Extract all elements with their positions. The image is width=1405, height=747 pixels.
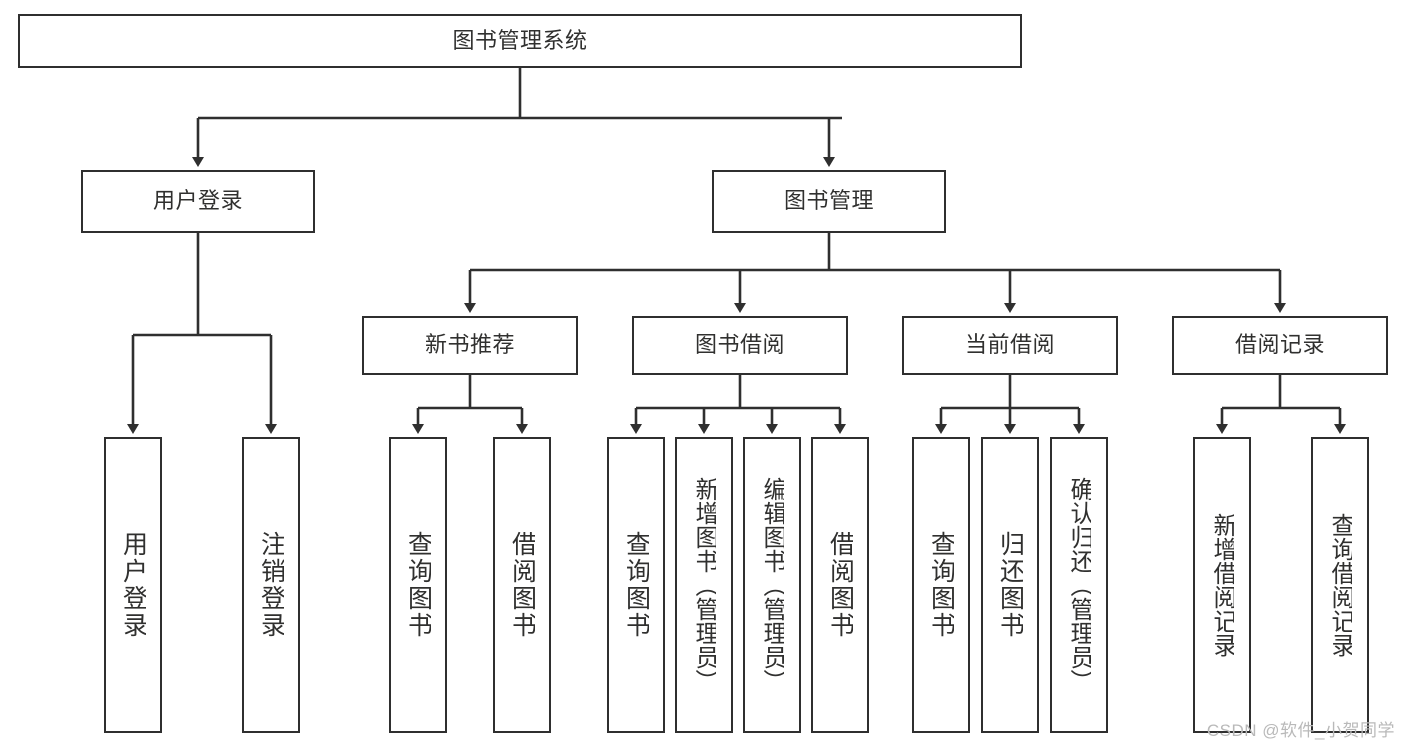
node-leaf-confirm-return-admin[interactable]: 确认归还（管理员） xyxy=(1050,437,1108,733)
node-label: 编辑图书（管理员） xyxy=(760,477,784,693)
node-label: 当前借阅 xyxy=(964,332,1055,358)
node-label: 用户登录 xyxy=(152,188,243,214)
node-leaf-query-book-current[interactable]: 查询图书 xyxy=(912,437,970,733)
node-label: 新增图书（管理员） xyxy=(692,477,716,693)
node-label: 查询图书 xyxy=(928,531,954,639)
node-leaf-add-book-admin[interactable]: 新增图书（管理员） xyxy=(675,437,733,733)
node-book-borrow[interactable]: 图书借阅 xyxy=(632,316,848,375)
node-leaf-borrow-book-recommend[interactable]: 借阅图书 xyxy=(493,437,551,733)
node-label: 新增借阅记录 xyxy=(1210,513,1234,657)
node-label: 图书管理 xyxy=(783,188,874,214)
node-user-login[interactable]: 用户登录 xyxy=(81,170,315,233)
node-current-borrow[interactable]: 当前借阅 xyxy=(902,316,1118,375)
node-label: 查询图书 xyxy=(405,531,431,639)
node-leaf-add-borrow-record[interactable]: 新增借阅记录 xyxy=(1193,437,1251,733)
node-label: 用户登录 xyxy=(120,531,146,639)
node-leaf-query-book-recommend[interactable]: 查询图书 xyxy=(389,437,447,733)
node-leaf-return-book[interactable]: 归还图书 xyxy=(981,437,1039,733)
node-new-book-recommend[interactable]: 新书推荐 xyxy=(362,316,578,375)
node-leaf-query-borrow-record[interactable]: 查询借阅记录 xyxy=(1311,437,1369,733)
node-borrow-record[interactable]: 借阅记录 xyxy=(1172,316,1388,375)
node-root-book-management-system[interactable]: 图书管理系统 xyxy=(18,14,1022,68)
node-label: 借阅图书 xyxy=(827,531,853,639)
node-label: 借阅记录 xyxy=(1234,332,1325,358)
node-label: 查询借阅记录 xyxy=(1328,513,1352,657)
node-label: 图书借阅 xyxy=(694,332,785,358)
node-leaf-user-login[interactable]: 用户登录 xyxy=(104,437,162,733)
csdn-watermark: CSDN @软件_小贺同学 xyxy=(1206,721,1395,740)
node-label: 借阅图书 xyxy=(509,531,535,639)
node-label: 归还图书 xyxy=(997,531,1023,639)
node-label: 注销登录 xyxy=(258,531,284,639)
node-book-management[interactable]: 图书管理 xyxy=(712,170,946,233)
node-label: 图书管理系统 xyxy=(452,27,588,53)
node-label: 确认归还（管理员） xyxy=(1067,477,1091,693)
node-leaf-logout[interactable]: 注销登录 xyxy=(242,437,300,733)
node-leaf-edit-book-admin[interactable]: 编辑图书（管理员） xyxy=(743,437,801,733)
node-leaf-borrow-book[interactable]: 借阅图书 xyxy=(811,437,869,733)
node-label: 新书推荐 xyxy=(424,332,515,358)
node-label: 查询图书 xyxy=(623,531,649,639)
node-leaf-query-book-borrow[interactable]: 查询图书 xyxy=(607,437,665,733)
